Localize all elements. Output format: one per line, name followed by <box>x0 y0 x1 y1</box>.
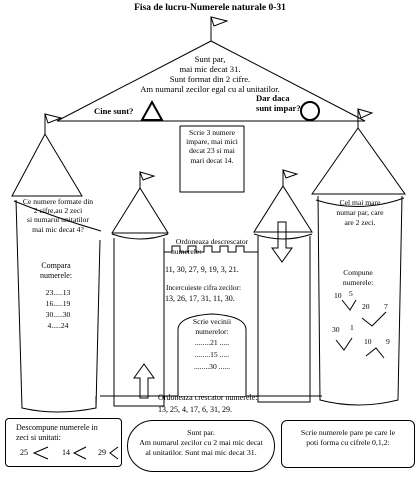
compare-title-1: Compara <box>41 261 71 270</box>
roof-clue-line: Sunt format din 2 cifre. <box>169 74 251 84</box>
decompose-box: Descompune numerele in zeci si unitati: … <box>5 418 122 467</box>
decompose-title-1: Descompune numerele in <box>16 423 98 432</box>
bottom-middle-line: Sunt par. <box>187 428 215 437</box>
bottom-middle-line: Am numarul zecilor cu 2 mai mic decat <box>139 438 263 447</box>
compare-item: 30.....30 <box>45 310 71 319</box>
compose-title-1: Compune <box>343 268 373 277</box>
circle-digit-numbers: 13, 26, 17, 31, 11, 30. <box>165 294 235 303</box>
order-desc-numbers: 11, 30, 27, 9, 19, 3, 21. <box>165 265 239 274</box>
arrow-up-icon <box>133 363 155 399</box>
compose-number: 30 <box>332 325 340 334</box>
neighbors-item: ........30 ...... <box>193 362 231 371</box>
center-top-task-line: decat 23 si mai <box>189 146 235 156</box>
roof-question-right-2: sunt impar? <box>256 103 301 113</box>
compose-number: 1 <box>350 323 354 332</box>
central-keep <box>179 126 245 193</box>
neighbors-item: ........21 ..... <box>194 338 230 347</box>
compare-item: 23.....13 <box>45 288 71 297</box>
right-tower-question-line: Cel mai mare <box>339 198 381 207</box>
left-tower-roof <box>11 132 83 197</box>
right-tower-question-line: numar par, care <box>336 208 384 217</box>
order-asc-numbers: 13, 25, 4, 17, 6, 31, 29. <box>158 405 232 414</box>
compare-title-2: numerele: <box>40 271 72 280</box>
roof-clue-line: Am numarul zecilor egal cu al unitatilor… <box>140 84 280 94</box>
compose-number: 5 <box>349 289 353 298</box>
decompose-number: 25 <box>20 448 28 457</box>
left-tower-question-line: Ce numere formate din <box>22 197 94 206</box>
center-top-task-line: Scrie 3 numere <box>189 128 235 137</box>
neighbors-item: ........15 ..... <box>194 350 230 359</box>
left-tower-question: Ce numere formate din 2 cifre,au 2 zeci … <box>12 197 104 234</box>
order-asc-title: Ordoneaza crescator numerele: <box>158 393 258 402</box>
left-tower-question-line: mai mic decat 4? <box>32 224 84 234</box>
mid-right-turret-roof <box>253 185 313 233</box>
decompose-number: 14 <box>62 448 70 457</box>
right-tower-question-line: are 2 zeci. <box>344 218 376 227</box>
circle-digit-title: Incercuieste cifra zecilor: <box>166 283 242 292</box>
roof-clue-line: Sunt par, <box>194 54 226 64</box>
compose-number: 20 <box>362 302 370 311</box>
decompose-number: 29 <box>98 448 106 457</box>
roof-question-left: Cine sunt? <box>94 106 134 116</box>
left-tower-body <box>15 199 101 413</box>
arrow-down-icon <box>271 221 293 263</box>
right-tower-roof <box>311 127 406 195</box>
compose-number: 10 <box>364 337 372 346</box>
compose-title-2: numerele: <box>342 278 374 287</box>
roof-clue: Sunt par, mai mic decat 31. Sunt format … <box>130 54 290 94</box>
neighbors-title-2: numerelor: <box>195 327 229 336</box>
right-tower-body <box>317 195 403 406</box>
left-tower-question-line: 2 cifre,au 2 zeci <box>33 206 83 216</box>
compose-number: 9 <box>386 337 390 346</box>
triangle-shape-icon <box>140 99 164 121</box>
bottom-middle-box: Sunt par. Am numarul zecilor cu 2 mai mi… <box>127 420 275 472</box>
roof-clue-line: mai mic decat 31. <box>179 64 241 74</box>
order-desc-title-2: numerele: <box>171 247 202 256</box>
center-top-task: Scrie 3 numere impare, mai mici decat 23… <box>180 128 244 165</box>
compose-number: 10 <box>334 291 342 300</box>
center-top-task-line: mari decat 14. <box>190 155 234 165</box>
circle-shape-icon <box>300 101 320 121</box>
bottom-right-line: Scrie numerele pare pe care le <box>300 428 396 437</box>
decompose-branches <box>32 446 119 460</box>
bottom-right-box: Scrie numerele pare pe care le poti form… <box>281 420 415 468</box>
roof-triangle <box>56 40 366 122</box>
worksheet-title: Fisa de lucru-Numerele naturale 0-31 <box>134 3 286 13</box>
roof-question-right-1: Dar daca <box>256 93 290 103</box>
left-tower-question-line: si numarul unitatilor <box>26 215 89 225</box>
gate-arch <box>177 313 247 396</box>
mid-left-turret-roof <box>111 187 169 234</box>
wall-battlement <box>164 245 258 253</box>
bottom-right-line: poti forma cu cifrele 0,1,2: <box>306 438 390 447</box>
decompose-title-2: zeci si unitati: <box>16 433 61 442</box>
center-top-task-line: impare, mai mici <box>186 137 238 147</box>
order-desc-title-1: Ordoneaza descrescator <box>175 237 249 246</box>
bottom-middle-line: al unitatilor. Sunt mai mic decat 31. <box>145 448 257 457</box>
compose-number: 7 <box>384 302 388 311</box>
compare-item: 4.....24 <box>47 321 69 330</box>
compare-item: 16.....19 <box>45 299 71 308</box>
neighbors-title-1: Scrie vecinii <box>192 317 232 326</box>
